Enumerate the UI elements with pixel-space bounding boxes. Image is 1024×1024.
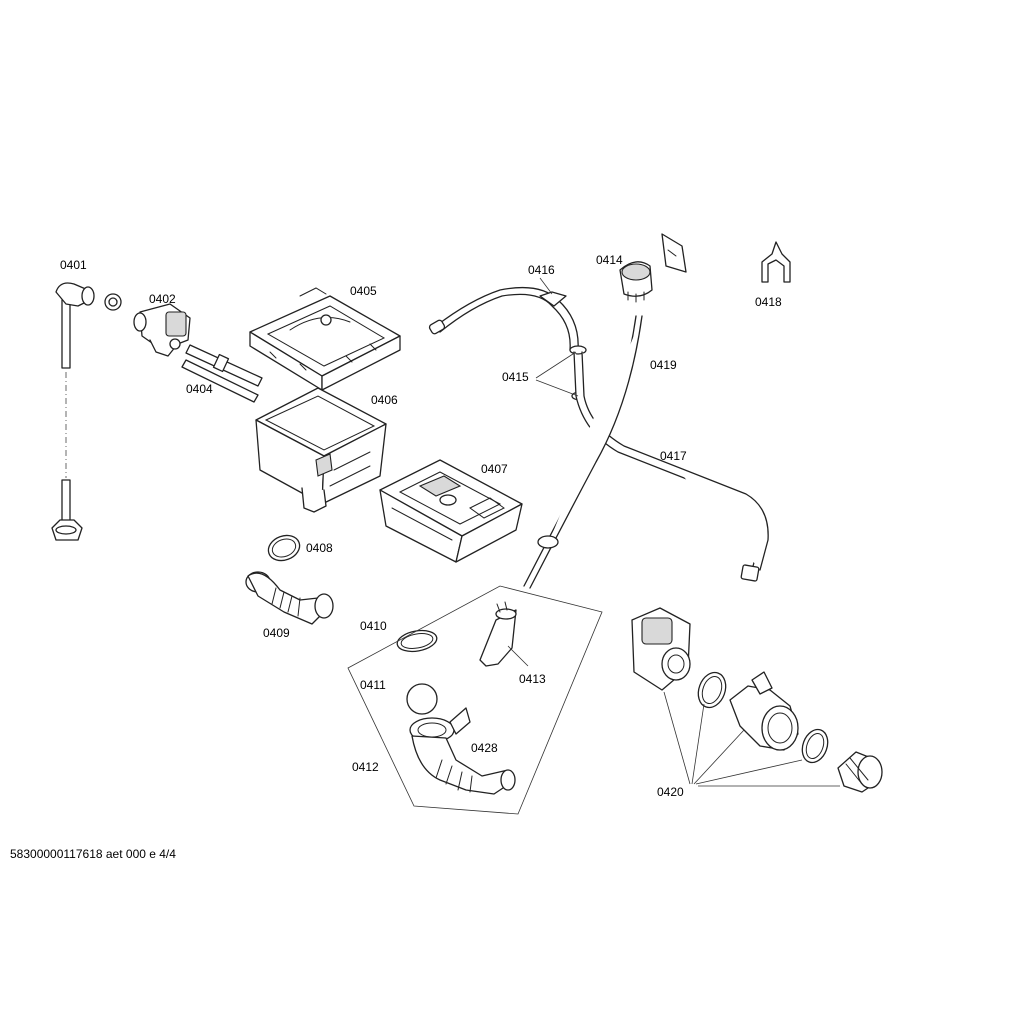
part-bracket[interactable] [661,233,687,273]
label-0409: 0409 [263,626,290,640]
leader-lines [507,277,840,787]
label-0415: 0415 [502,370,529,384]
part-0401-inlet-hose[interactable] [51,282,95,541]
label-0412: 0412 [352,760,379,774]
label-0411: 0411 [360,678,386,692]
part-0410-ring[interactable] [396,628,439,655]
label-0402: 0402 [149,292,176,306]
label-0401: 0401 [60,258,87,272]
part-0405-dispenser-cover[interactable] [249,287,401,391]
part-0413-float-tube[interactable] [479,601,517,667]
label-0413: 0413 [519,672,546,686]
part-0417-long-hose[interactable] [573,351,769,582]
document-code: 58300000117618 aet 000 e 4/4 [10,847,176,861]
part-0404-hose-pair[interactable] [181,344,263,403]
part-0406-drawer-housing[interactable] [255,387,387,513]
label-0406: 0406 [371,393,398,407]
part-0418-hose-clip[interactable] [761,241,791,283]
part-0402-inlet-valve[interactable] [133,303,191,357]
label-0410: 0410 [360,619,387,633]
group-boundary-0412 [347,585,603,815]
part-0408-o-ring[interactable] [265,531,303,564]
label-0418: 0418 [755,295,782,309]
label-0428: 0428 [471,741,498,755]
label-0420: 0420 [657,785,684,799]
label-0404: 0404 [186,382,213,396]
part-0419-pressure-tube[interactable] [523,315,643,589]
part-0416-hose[interactable] [428,286,579,351]
label-0405: 0405 [350,284,377,298]
part-0409-bellows-hose[interactable] [245,571,334,625]
label-0407: 0407 [481,462,508,476]
label-0417: 0417 [660,449,687,463]
part-washer-ring[interactable] [104,293,122,311]
part-0414-pressure-switch[interactable] [619,261,653,303]
part-0411-ball[interactable] [406,683,438,715]
part-0420-drain-pump[interactable] [631,607,883,793]
label-0416: 0416 [528,263,555,277]
label-0414: 0414 [596,253,623,267]
label-0408: 0408 [306,541,333,555]
part-labels: 0401 0402 0404 0405 0406 0407 0408 0409 … [60,253,782,799]
part-0412-sump-hose[interactable] [409,707,516,795]
part-0407-detergent-drawer[interactable] [379,459,523,563]
label-0419: 0419 [650,358,677,372]
